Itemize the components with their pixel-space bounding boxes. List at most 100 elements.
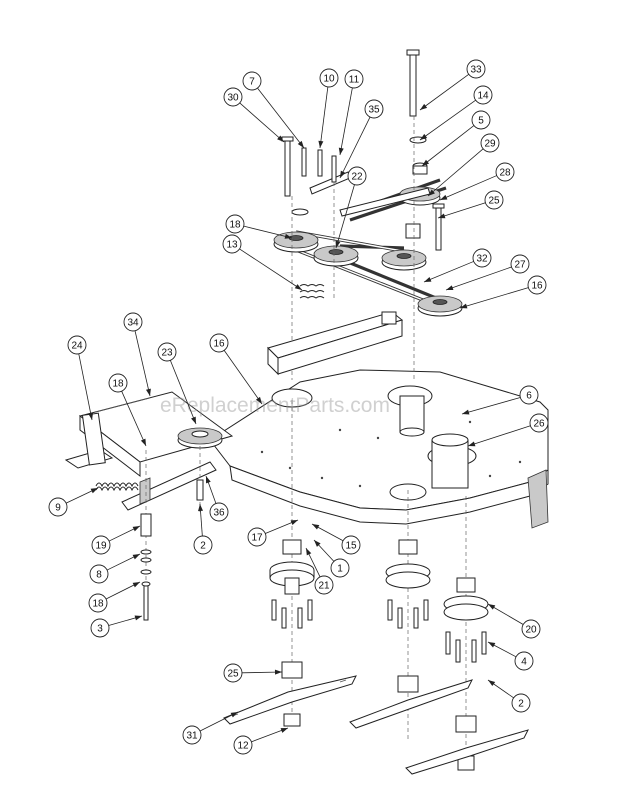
- leader-arrow: [340, 170, 346, 178]
- leader-arrow: [488, 604, 496, 610]
- callout-6: 6: [461, 385, 539, 415]
- callout-14: 14: [419, 85, 493, 141]
- callout-3: 3: [90, 615, 143, 638]
- leader-arrow: [424, 277, 432, 282]
- leader-arrow: [132, 526, 140, 532]
- leader-arrow: [488, 680, 496, 687]
- callout-circle: [242, 71, 262, 91]
- spindle-assembly-left: [269, 400, 315, 720]
- callout-number: 7: [249, 77, 255, 88]
- callout-18: 18: [108, 373, 147, 447]
- leader-line: [439, 175, 497, 201]
- extension-spring: [95, 482, 139, 492]
- leader-arrow: [488, 642, 496, 648]
- callout-circle: [484, 190, 504, 210]
- spindle-pulley-right: [381, 249, 427, 271]
- callout-21: 21: [305, 547, 334, 595]
- leader-line: [467, 425, 531, 447]
- callout-8: 8: [89, 553, 141, 584]
- callout-number: 19: [95, 541, 107, 552]
- callout-number: 6: [526, 391, 532, 402]
- callout-number: 11: [349, 75, 360, 86]
- leader-arrow: [460, 303, 468, 309]
- callout-circle: [314, 575, 334, 595]
- callout-10: 10: [318, 68, 339, 149]
- callout-number: 34: [127, 318, 139, 329]
- callout-15: 15: [311, 523, 361, 555]
- leader-arrow: [318, 140, 324, 148]
- callout-7: 7: [242, 71, 305, 149]
- callout-number: 25: [227, 669, 239, 680]
- idler-spring: [299, 284, 325, 299]
- callout-number: 16: [213, 339, 225, 350]
- callout-circle: [67, 335, 87, 355]
- callout-circle: [123, 312, 143, 332]
- callout-circle: [511, 693, 531, 713]
- spindle-bushing-deck: [399, 395, 469, 489]
- callout-circle: [521, 619, 541, 639]
- callout-number: 30: [227, 93, 239, 104]
- callout-number: 21: [318, 581, 330, 592]
- callout-number: 13: [226, 240, 238, 251]
- callout-number: 18: [229, 220, 241, 231]
- spindle-assembly-center: [385, 490, 431, 740]
- callout-circle: [529, 413, 549, 433]
- callout-circle: [347, 166, 367, 186]
- callout-circle: [527, 275, 547, 295]
- callout-number: 3: [97, 624, 103, 635]
- callout-13: 13: [222, 234, 303, 291]
- leader-arrow: [420, 103, 428, 110]
- leader-arrow: [140, 438, 146, 446]
- leader-line: [339, 116, 371, 179]
- leader-arrow: [428, 189, 435, 196]
- callout-circle: [341, 535, 361, 555]
- callout-18: 18: [225, 214, 293, 239]
- leader-arrow: [420, 133, 428, 140]
- callout-circle: [330, 558, 350, 578]
- callout-circle: [364, 99, 384, 119]
- callout-number: 9: [55, 503, 61, 514]
- leader-arrow: [280, 728, 288, 733]
- leader-arrow: [294, 284, 302, 290]
- callout-number: 23: [161, 348, 173, 359]
- callout-circle: [209, 333, 229, 353]
- callout-number: 2: [200, 541, 206, 552]
- engine-pulley-bolt-stack: [405, 49, 428, 380]
- callout-number: 24: [71, 341, 83, 352]
- callout-23: 23: [157, 342, 197, 425]
- leader-line: [223, 350, 263, 405]
- leader-line: [239, 102, 285, 143]
- leader-arrow: [277, 135, 284, 142]
- leader-arrow: [132, 554, 140, 560]
- callout-25: 25: [223, 663, 283, 683]
- leader-line: [423, 261, 474, 283]
- idler-arm-top: [309, 171, 431, 217]
- leader-arrow: [284, 233, 292, 239]
- callout-circle: [89, 564, 109, 584]
- callout-number: 16: [531, 281, 543, 292]
- blade-left: [223, 675, 357, 727]
- callout-number: 4: [521, 657, 527, 668]
- callout-36: 36: [205, 475, 229, 522]
- callout-19: 19: [91, 525, 141, 555]
- callout-circle: [480, 133, 500, 153]
- callout-number: 29: [484, 139, 496, 150]
- callout-32: 32: [423, 248, 492, 283]
- leader-line: [419, 99, 476, 141]
- callout-number: 31: [186, 731, 198, 742]
- leader-line: [121, 391, 147, 447]
- callout-number: 17: [251, 533, 263, 544]
- callout-circle: [90, 618, 110, 638]
- leader-line: [319, 86, 329, 149]
- callout-circle: [108, 373, 128, 393]
- callout-circle: [223, 663, 243, 683]
- callout-circle: [510, 254, 530, 274]
- callout-31: 31: [182, 711, 239, 745]
- callout-circle: [473, 85, 493, 105]
- leader-arrow: [290, 520, 298, 525]
- spindle-assembly-right: [443, 496, 489, 771]
- callout-18: 18: [88, 581, 141, 613]
- callout-number: 32: [476, 254, 488, 265]
- callout-number: 22: [351, 172, 363, 183]
